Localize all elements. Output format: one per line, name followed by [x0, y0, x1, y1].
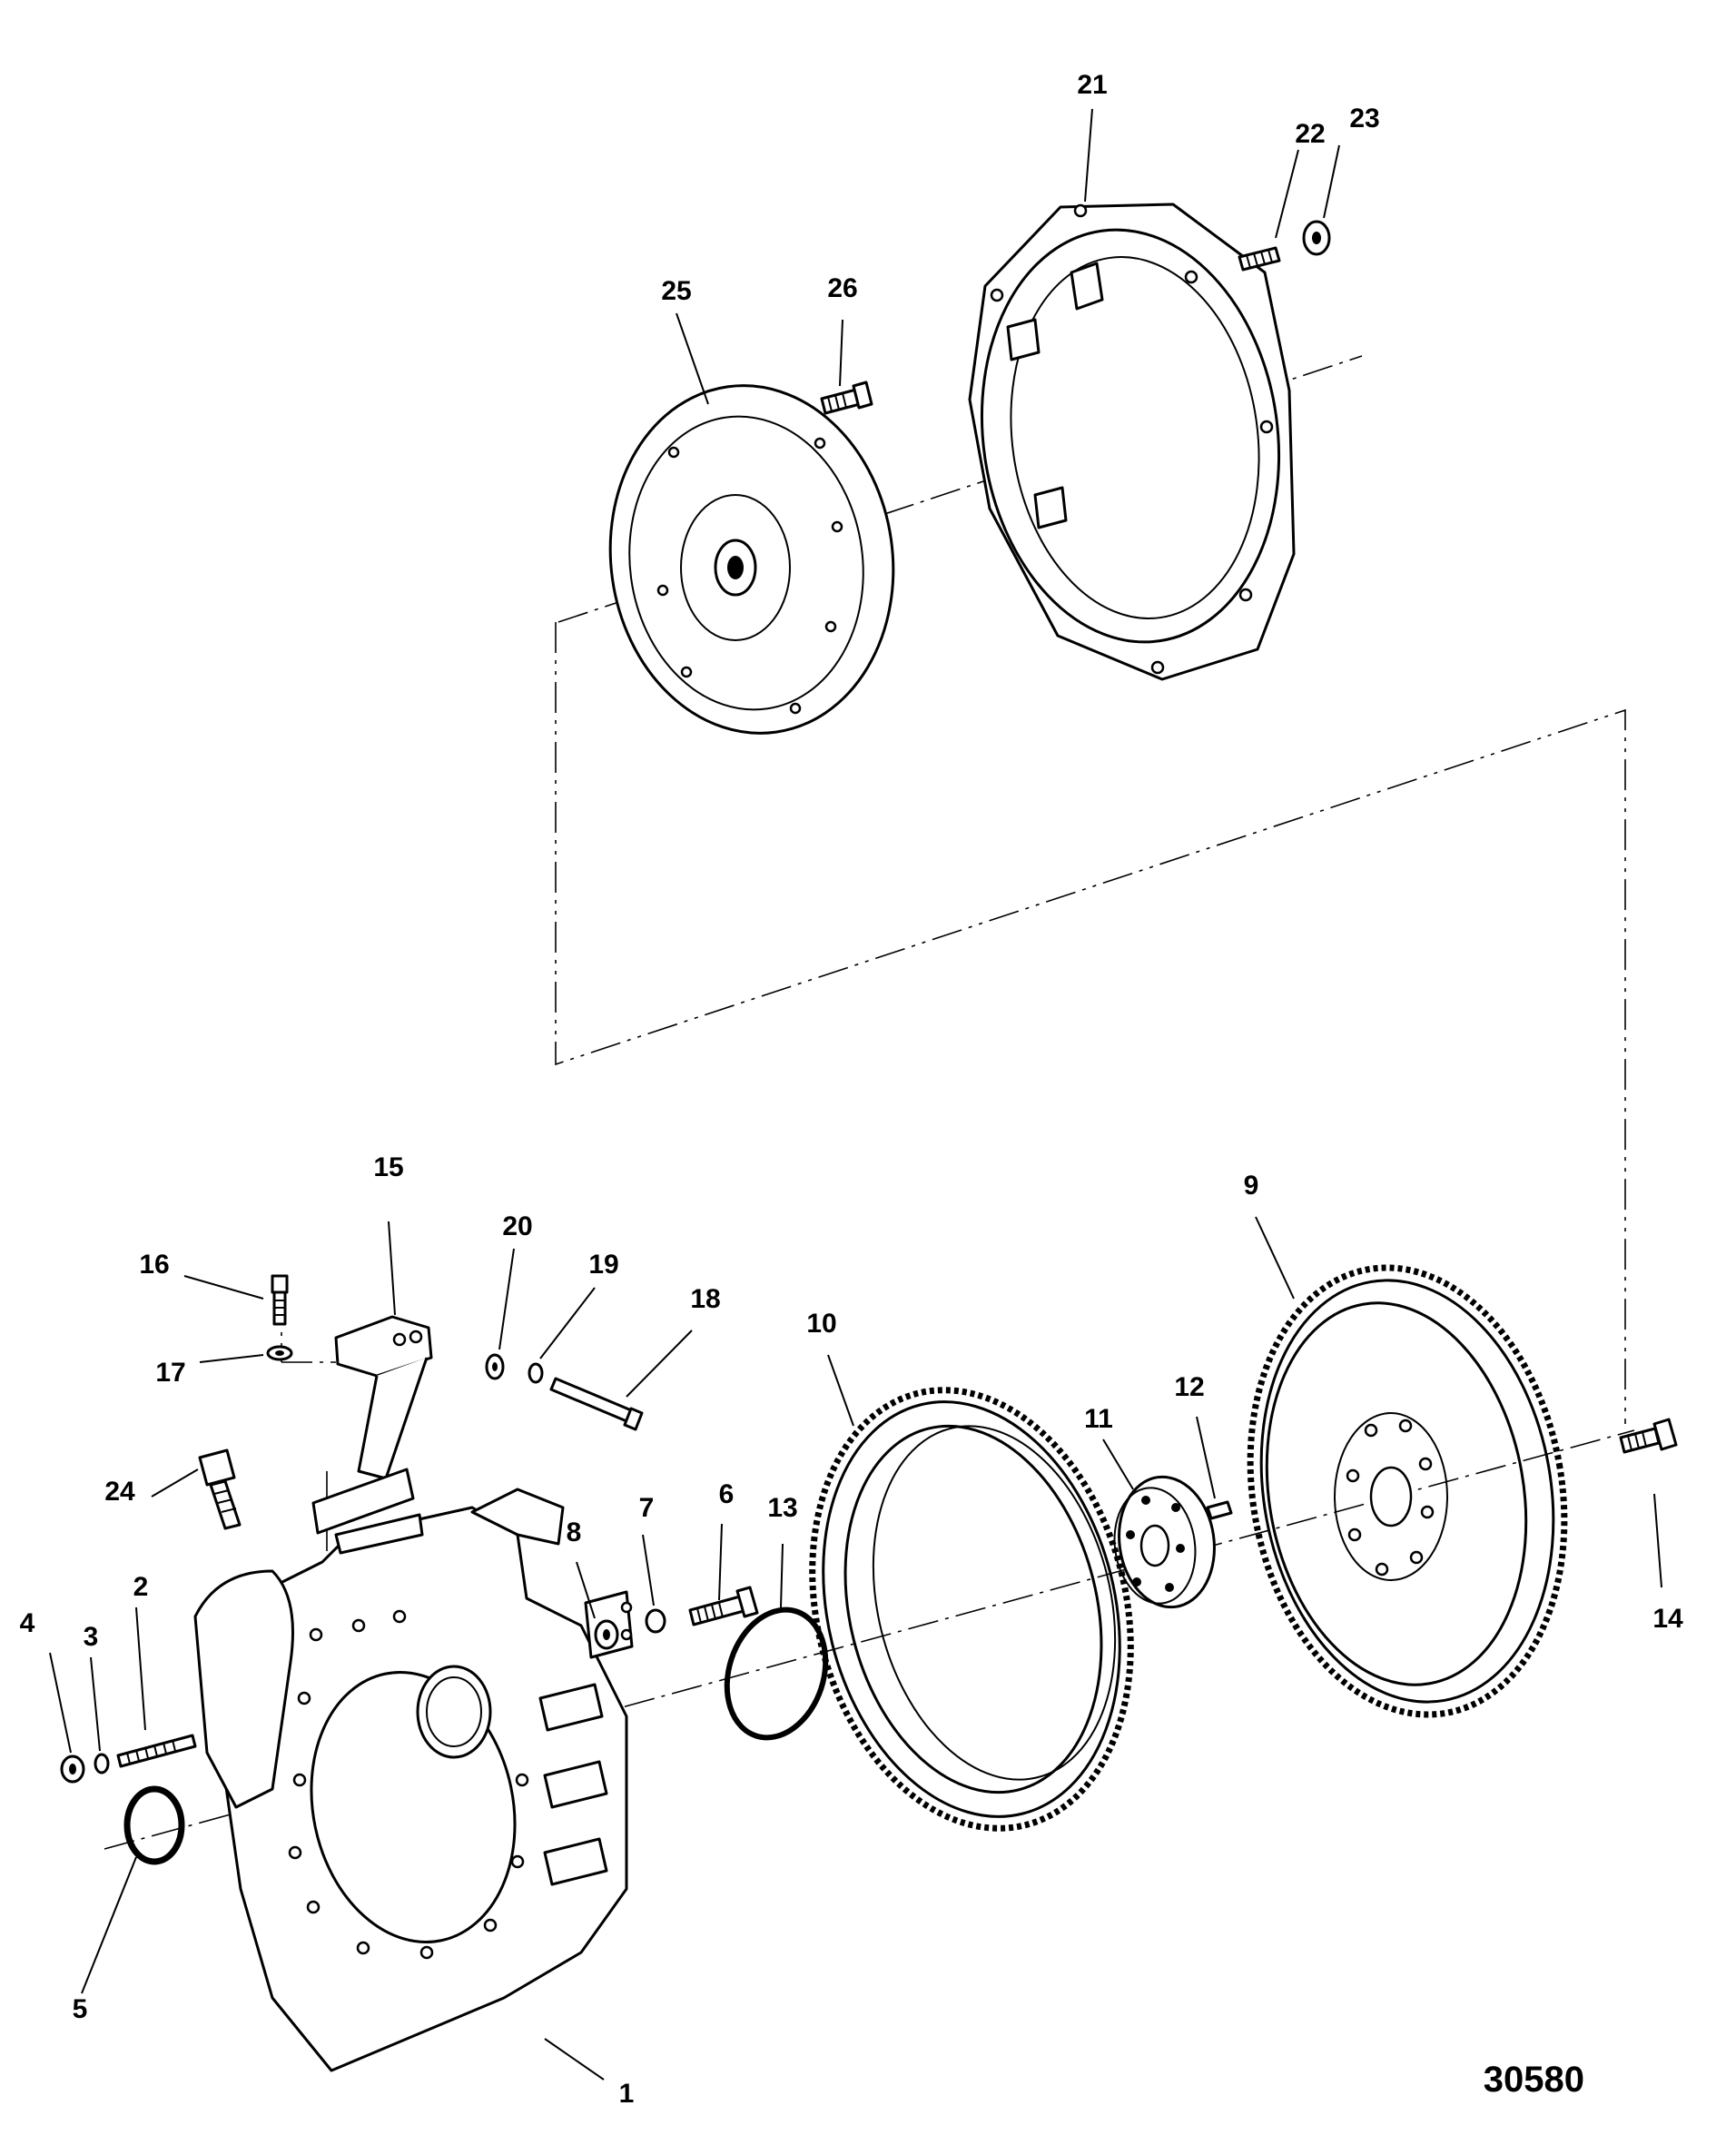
part-9-flywheel — [1247, 1264, 1568, 1718]
part-8-washer — [594, 1619, 619, 1650]
callout-10: 10 — [806, 1309, 836, 1339]
callout-18: 18 — [690, 1284, 720, 1314]
leader-lines — [49, 108, 1662, 2081]
callout-7: 7 — [639, 1493, 655, 1523]
callout-15: 15 — [373, 1152, 403, 1182]
part-1-flywheel-housing — [193, 1488, 634, 2072]
callout-22: 22 — [1295, 119, 1325, 149]
part-12-dowel — [1206, 1500, 1233, 1520]
callout-26: 26 — [827, 273, 857, 303]
part-16-bolt — [271, 1274, 289, 1326]
callout-8: 8 — [567, 1517, 582, 1547]
part-5-o-ring — [123, 1785, 185, 1865]
part-23-nut — [1302, 220, 1331, 256]
callout-5: 5 — [73, 1994, 88, 2024]
callout-20: 20 — [502, 1211, 532, 1241]
callout-21: 21 — [1077, 70, 1107, 100]
callout-1: 1 — [619, 2079, 635, 2109]
callout-23: 23 — [1349, 104, 1379, 133]
callout-14: 14 — [1652, 1604, 1683, 1634]
callout-3: 3 — [84, 1622, 99, 1652]
part-19-lockwasher — [528, 1362, 544, 1384]
figure-number: 30580 — [1484, 2060, 1584, 2100]
part-15-bracket — [311, 1315, 433, 1535]
part-25-drive-plate — [608, 384, 895, 735]
part-7-lockwasher — [645, 1608, 666, 1634]
callout-12: 12 — [1174, 1372, 1204, 1402]
part-24-sensor — [198, 1448, 242, 1530]
callout-4: 4 — [20, 1608, 35, 1638]
part-18-bolt — [549, 1377, 644, 1431]
part-14-bolt — [1619, 1418, 1678, 1454]
part-6-bolt — [688, 1586, 759, 1626]
part-4-nut — [60, 1755, 85, 1784]
callout-6: 6 — [719, 1479, 735, 1509]
callout-25: 25 — [661, 276, 691, 306]
part-20-washer — [485, 1353, 505, 1380]
callout-9: 9 — [1244, 1171, 1259, 1201]
part-10-ring-gear — [809, 1387, 1134, 1832]
part-3-lockwasher — [94, 1753, 110, 1774]
callout-13: 13 — [767, 1493, 797, 1523]
callout-24: 24 — [104, 1477, 135, 1507]
callout-labels: 21 22 23 25 26 15 16 17 20 19 18 24 2 3 … — [20, 70, 1683, 2109]
part-21-housing-adapter — [968, 203, 1296, 681]
part-11-adapter-plate — [1113, 1475, 1216, 1609]
callout-17: 17 — [155, 1358, 185, 1388]
callout-19: 19 — [588, 1250, 618, 1280]
part-26-screw — [820, 381, 873, 415]
callout-2: 2 — [133, 1572, 149, 1602]
callout-11: 11 — [1084, 1404, 1113, 1434]
callout-16: 16 — [139, 1250, 169, 1280]
part-22-stud — [1238, 246, 1281, 272]
part-2-stud — [116, 1734, 197, 1768]
part-13-seal-ring — [724, 1606, 829, 1741]
part-17-washer — [266, 1345, 293, 1361]
